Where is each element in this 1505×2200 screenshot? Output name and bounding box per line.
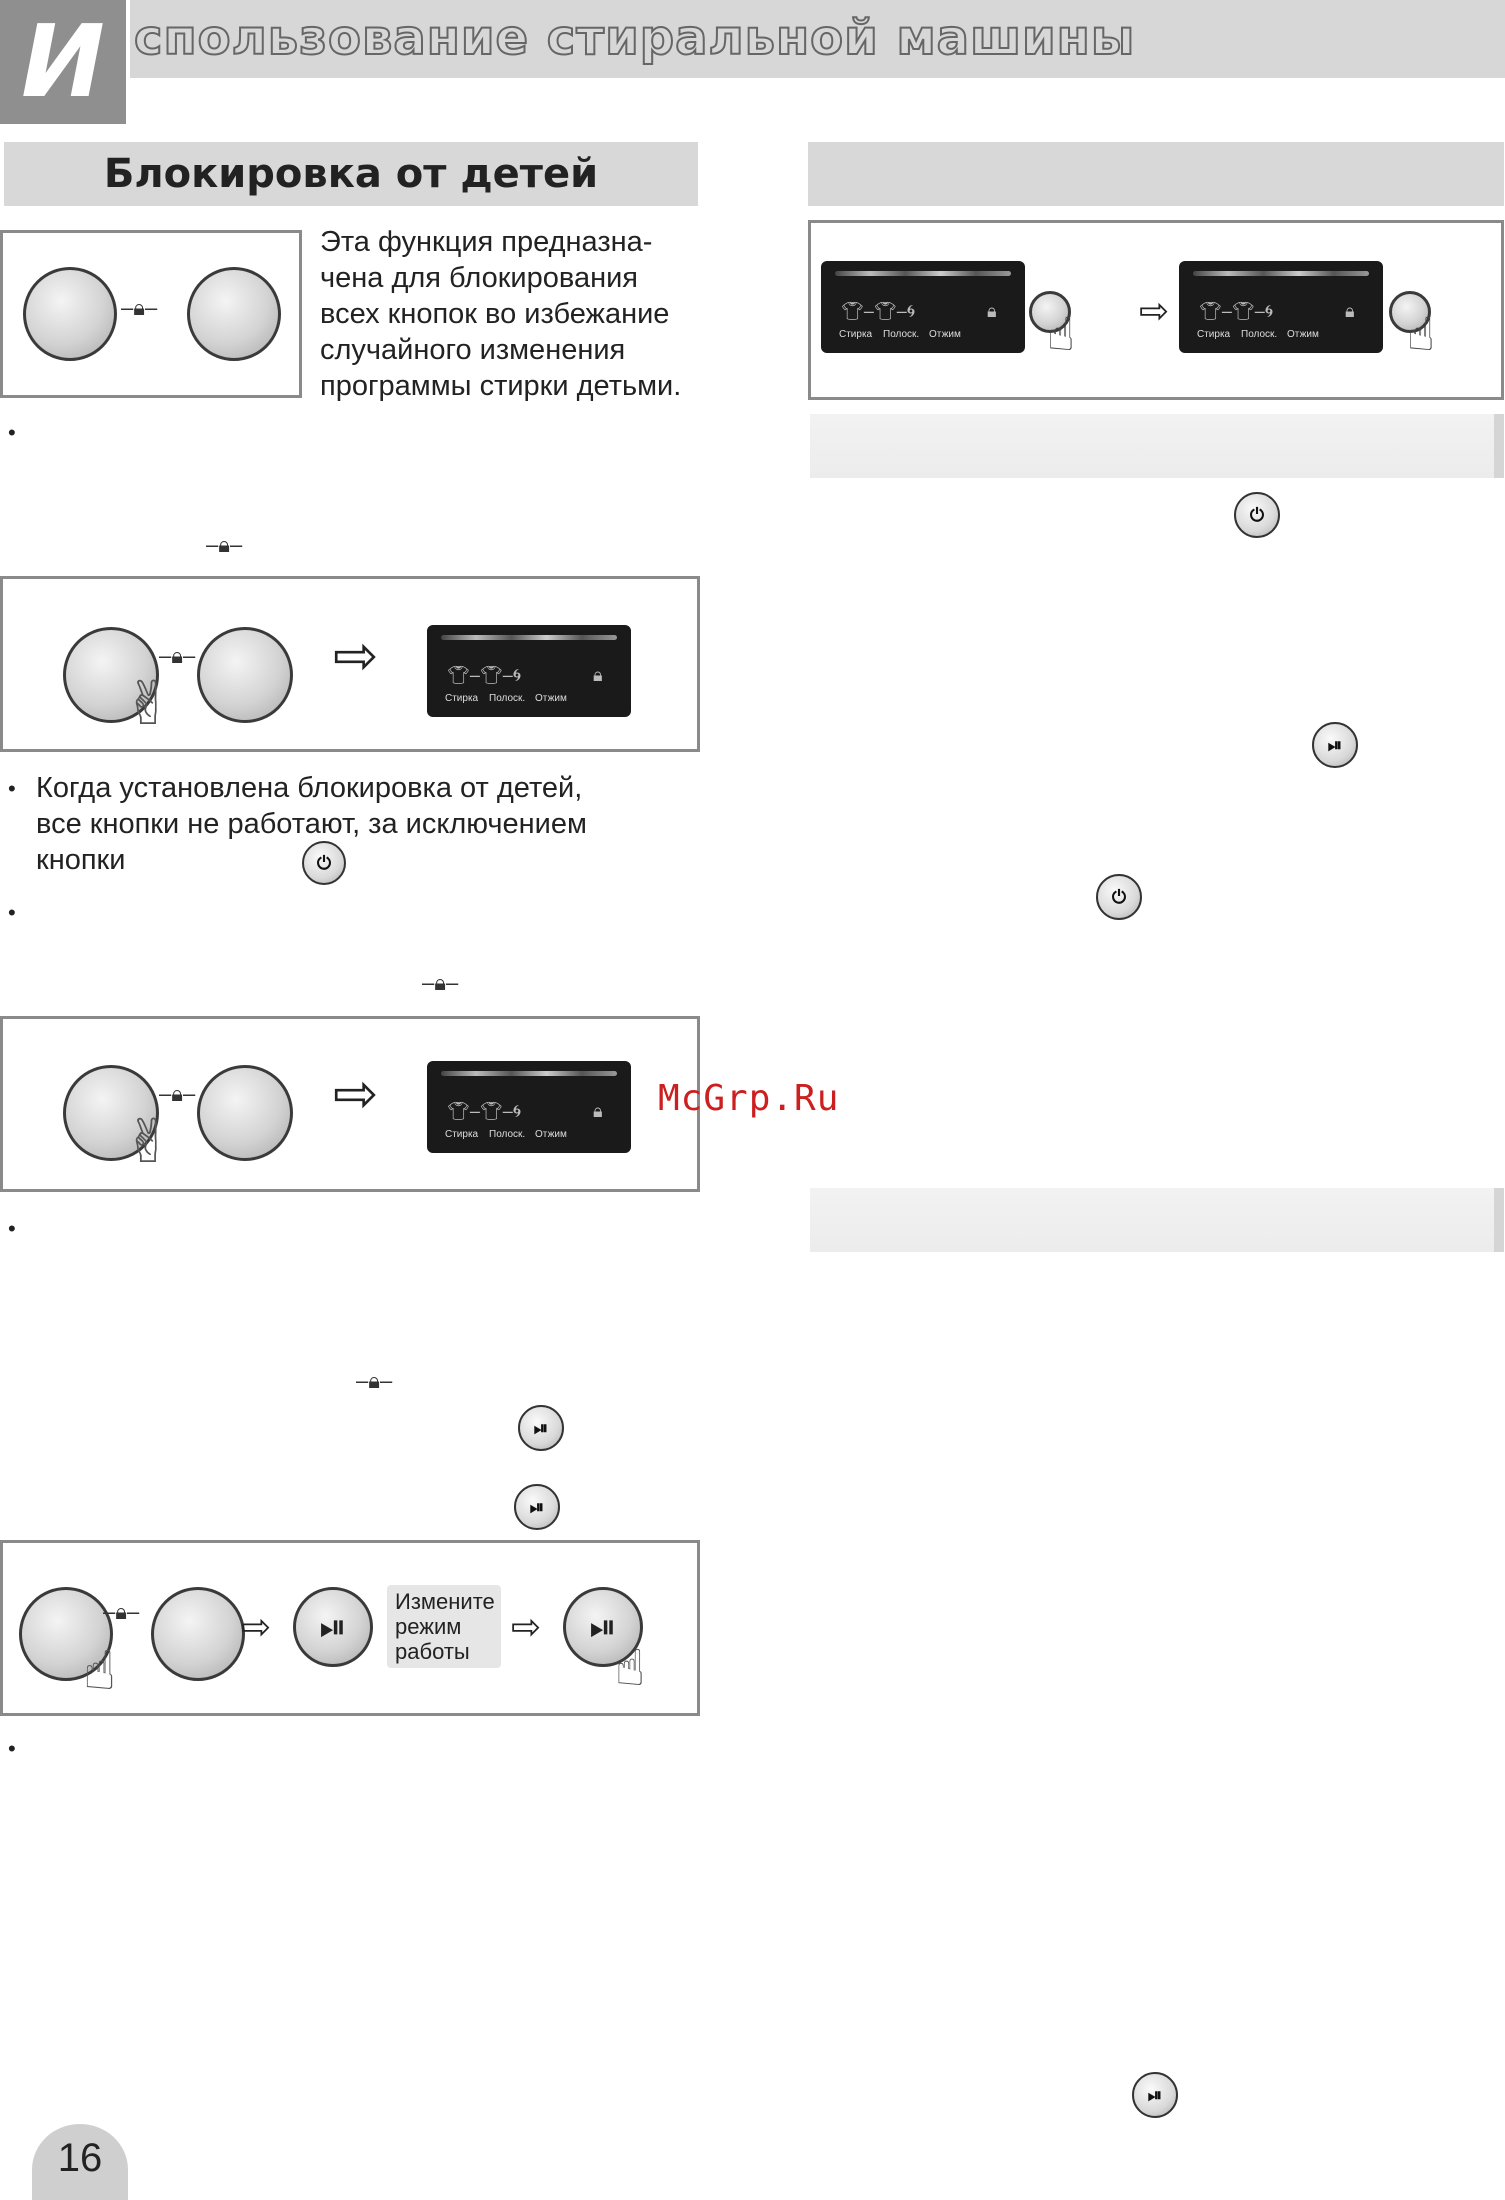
figure-lock-on: –🔒︎– ✌ ⇨ 👕︎–👕︎–🌀︎ 🔒︎ Стирка Полоск. Отжи… (0, 576, 700, 752)
left-round-button (19, 1587, 113, 1681)
figure-change-program: –🔒︎– ☝ ⇨ ⏯ Измените режим работы ⇨ ⏯ ☝ (0, 1540, 700, 1716)
bullet: • (8, 776, 16, 801)
lock-icon: 🔒︎ (593, 1101, 603, 1121)
right-round-button (151, 1587, 245, 1681)
change-mode-box: Измените режим работы (387, 1585, 501, 1668)
lock-icon: –🔒︎– (159, 643, 196, 668)
subsection-bar (810, 414, 1504, 478)
label-wash: Стирка (445, 1129, 479, 1140)
finger-press-icon: ☝ (1407, 308, 1436, 360)
wash-icon: 👕︎–👕︎–🌀︎ (1199, 301, 1274, 321)
lock-icon: –🔒︎– (159, 1081, 196, 1106)
label-wash: Стирка (839, 329, 873, 340)
play-pause-icon: ⏯ (293, 1587, 373, 1667)
label-spin: Отжим (535, 1129, 567, 1140)
display-panel: 👕︎–👕︎–🌀︎ 🔒︎ Стирка Полоск. Отжим (427, 1061, 631, 1153)
header-bar (130, 0, 1505, 78)
wash-icon: 👕︎–👕︎–🌀︎ (841, 301, 916, 321)
bullet: • (8, 420, 16, 445)
label-spin: Отжим (535, 693, 567, 704)
label-wash: Стирка (1197, 329, 1231, 340)
lock-icon: 🔒︎ (1345, 301, 1355, 321)
power-icon: ⏻ (1234, 492, 1280, 538)
arrow-right-icon: ⇨ (333, 1064, 379, 1124)
section-title: Блокировка от детей (103, 151, 599, 197)
lock-icon: –🔒︎– (422, 970, 459, 995)
change-line: режим (395, 1614, 462, 1639)
label-rinse: Полоск. (883, 329, 920, 340)
two-fingers-icon: ✌ (123, 1108, 174, 1175)
play-pause-icon: ⏯ (518, 1405, 564, 1451)
play-pause-icon: ⏯ (1132, 2072, 1178, 2118)
play-pause-icon: ⏯ (514, 1484, 560, 1530)
play-pause-icon: ⏯ (1312, 722, 1358, 768)
left-round-button (63, 1065, 159, 1161)
two-fingers-icon: ✌ (123, 670, 174, 737)
label-rinse: Полоск. (489, 1129, 526, 1140)
label-spin: Отжим (929, 329, 961, 340)
left-round-button (23, 267, 117, 361)
header-letter-box (0, 0, 126, 124)
power-icon: ⏻ (302, 841, 346, 885)
lock-icon: 🔒︎ (987, 301, 997, 321)
intro-line: программы стирки детьми. (320, 370, 682, 402)
right-round-button (197, 627, 293, 723)
left-round-button (63, 627, 159, 723)
play-pause-icon: ⏯ (563, 1587, 643, 1667)
round-button (1389, 291, 1431, 333)
lock-note-text: Когда установлена блокировка от детей, в… (36, 770, 676, 878)
lock-icon: –🔒︎– (206, 532, 243, 557)
label-spin: Отжим (1287, 329, 1319, 340)
lock-icon: 🔒︎ (593, 665, 603, 685)
wash-icon: 👕︎–👕︎–🌀︎ (447, 1101, 522, 1121)
watermark: McGrp.Ru (658, 1078, 840, 1119)
page-number-badge (32, 2124, 128, 2200)
round-button (1029, 291, 1071, 333)
wash-icon: 👕︎–👕︎–🌀︎ (447, 665, 522, 685)
display-panel: 👕︎–👕︎–🌀︎ 🔒︎ Стирка Полоск. Отжим (821, 261, 1025, 353)
arrow-right-icon: ⇨ (333, 626, 379, 686)
right-round-button (187, 267, 281, 361)
subsection-bar (810, 1188, 1504, 1252)
arrow-right-icon: ⇨ (1139, 290, 1170, 331)
right-round-button (197, 1065, 293, 1161)
figure-panel-sequence: 👕︎–👕︎–🌀︎ 🔒︎ Стирка Полоск. Отжим ☝ ⇨ 👕︎–… (808, 220, 1504, 400)
change-line: работы (395, 1639, 470, 1664)
section-bar-child-lock: Блокировка от детей (4, 142, 698, 206)
figure-buttons-lock: –🔒︎– (0, 230, 302, 398)
finger-press-icon: ☝ (1047, 308, 1076, 360)
bullet: • (8, 1736, 16, 1761)
display-panel: 👕︎–👕︎–🌀︎ 🔒︎ Стирка Полоск. Отжим (427, 625, 631, 717)
intro-line: чена для блокирования (320, 262, 638, 294)
finger-press-icon: ☝ (83, 1641, 116, 1701)
intro-line: случайного изменения (320, 334, 626, 366)
change-line: Измените (395, 1589, 495, 1614)
bullet: • (8, 900, 16, 925)
power-icon: ⏻ (1096, 874, 1142, 920)
finger-press-icon: ☝ (615, 1640, 646, 1696)
intro-line: всех кнопок во избежание (320, 298, 670, 330)
lock-icon: –🔒︎– (121, 295, 158, 320)
intro-line: Эта функция предназна- (320, 226, 653, 258)
lock-icon: –🔒︎– (356, 1368, 393, 1393)
page-number: 16 (57, 2136, 103, 2180)
note-line: Когда установлена блокировка от детей, (36, 772, 583, 804)
header-letter: И (21, 3, 105, 120)
section-bar-right (808, 142, 1504, 206)
label-wash: Стирка (445, 693, 479, 704)
figure-lock-off: –🔒︎– ✌ ⇨ 👕︎–👕︎–🌀︎ 🔒︎ Стирка Полоск. Отжи… (0, 1016, 700, 1192)
label-rinse: Полоск. (1241, 329, 1278, 340)
intro-text: Эта функция предназна- чена для блокиров… (320, 224, 710, 404)
bullet: • (8, 1216, 16, 1241)
arrow-right-icon: ⇨ (511, 1606, 542, 1647)
display-panel: 👕︎–👕︎–🌀︎ 🔒︎ Стирка Полоск. Отжим (1179, 261, 1383, 353)
lock-icon: –🔒︎– (103, 1599, 140, 1624)
page-title: спользование стиральной машины (133, 9, 1136, 67)
arrow-right-icon: ⇨ (241, 1606, 272, 1647)
label-rinse: Полоск. (489, 693, 526, 704)
note-line: кнопки (36, 844, 126, 876)
note-line: все кнопки не работают, за исключением (36, 808, 587, 840)
